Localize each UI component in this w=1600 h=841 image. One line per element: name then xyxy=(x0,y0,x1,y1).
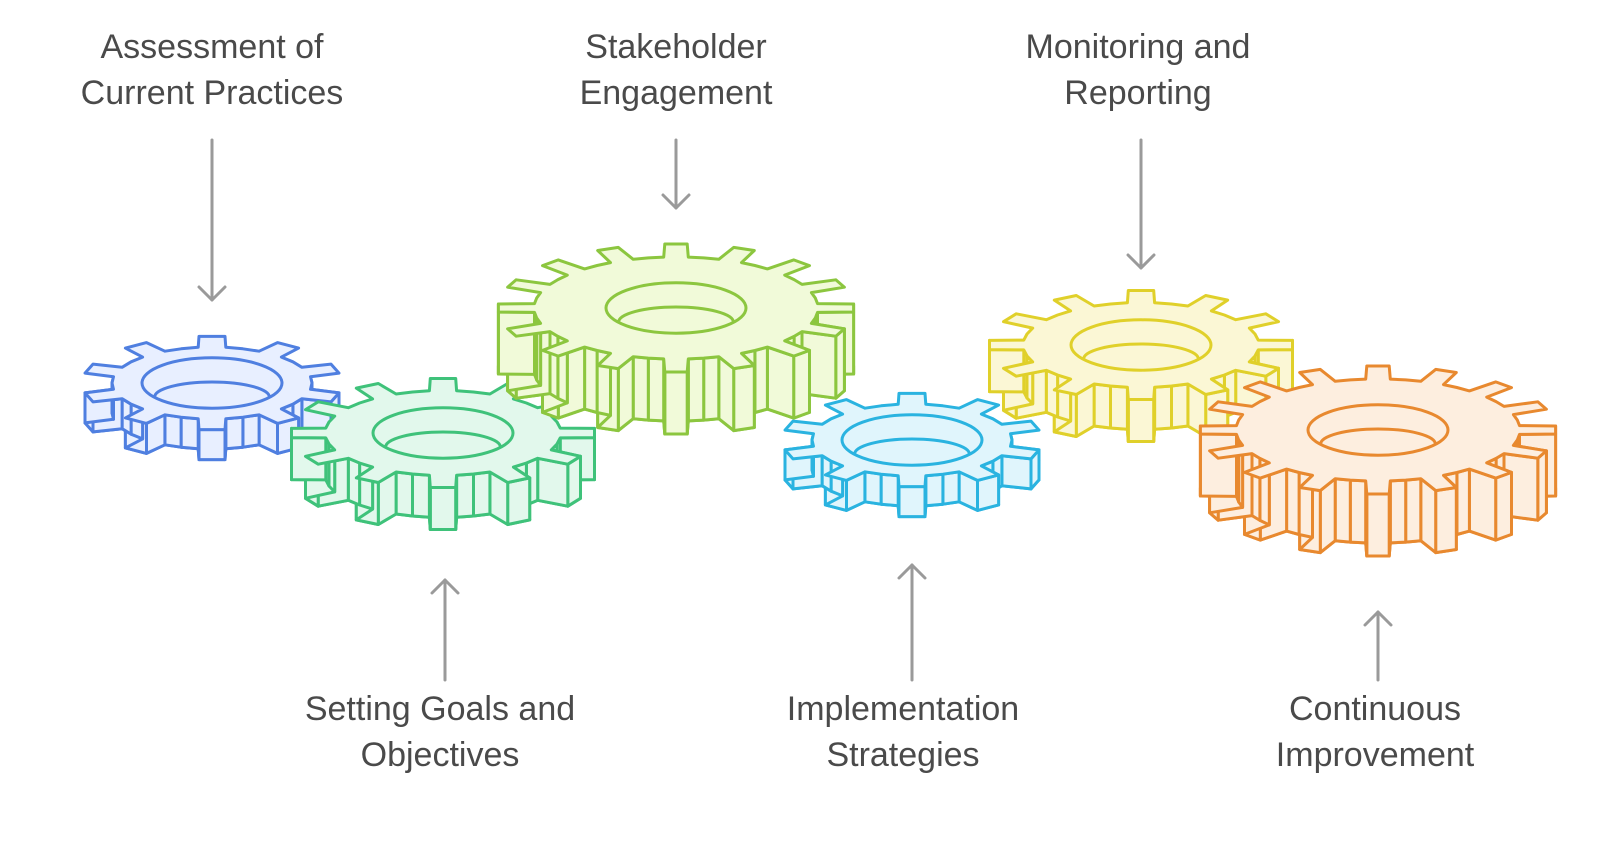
gear-hole-inner xyxy=(853,437,971,455)
gear-side-wall xyxy=(753,345,769,414)
step-label-assessment: Assessment of Current Practices xyxy=(32,24,392,116)
gear-side-wall xyxy=(224,415,245,451)
step-label-line: Strategies xyxy=(826,736,980,774)
step-label-line: Continuous xyxy=(1288,690,1461,728)
gear-side-wall xyxy=(897,485,927,519)
step-label-line: Monitoring and xyxy=(1025,28,1251,66)
gear-side-wall xyxy=(686,356,706,423)
gear-side-wall xyxy=(394,470,414,518)
gear-hole-inner xyxy=(153,380,271,398)
gear-implementation-icon xyxy=(783,391,1041,519)
step-label-line: Current Practices xyxy=(80,74,344,112)
gear-side-wall xyxy=(863,470,883,506)
gear-side-wall xyxy=(1494,470,1513,542)
gear-side-wall xyxy=(428,486,458,531)
gear-side-wall xyxy=(1109,384,1129,431)
step-label-implementation: Implementation Strategies xyxy=(723,686,1083,778)
step-label-continuous: Continuous Improvement xyxy=(1195,686,1555,778)
gear-side-wall xyxy=(924,472,945,508)
gear-side-wall xyxy=(1404,477,1423,544)
gear-side-wall xyxy=(197,428,227,462)
connector-arrow-icon xyxy=(430,578,460,682)
gear-continuous-icon xyxy=(1198,364,1558,558)
gear-side-wall xyxy=(1092,382,1112,430)
gear-side-wall xyxy=(1044,368,1060,419)
step-label-line: Improvement xyxy=(1275,736,1475,774)
gear-side-wall xyxy=(536,456,570,508)
step-label-line: Reporting xyxy=(1064,74,1212,112)
gear-side-wall xyxy=(631,355,650,422)
connector-arrow-icon xyxy=(1126,138,1156,270)
connector-arrow-icon xyxy=(197,138,227,302)
step-label-stakeholder: Stakeholder Engagement xyxy=(496,24,856,116)
step-label-line: Objectives xyxy=(360,736,520,774)
gear-side-wall xyxy=(1348,478,1368,545)
gear-side-wall xyxy=(1455,467,1471,536)
gear-side-wall xyxy=(1388,478,1408,545)
gear-side-wall xyxy=(346,456,362,507)
gear-side-wall xyxy=(702,355,721,422)
gear-side-wall xyxy=(411,472,431,519)
gear-stakeholder-icon xyxy=(496,242,856,436)
gear-side-wall xyxy=(472,470,492,518)
gear-side-wall xyxy=(455,472,475,519)
step-label-monitoring: Monitoring and Reporting xyxy=(958,24,1318,116)
gear-side-wall xyxy=(1467,467,1498,542)
gear-side-wall xyxy=(1170,382,1190,430)
gear-monitoring-icon xyxy=(988,289,1294,443)
connector-arrow-icon xyxy=(661,138,691,210)
gear-side-wall xyxy=(663,370,689,436)
step-label-line: Implementation xyxy=(786,690,1020,728)
gear-goals-icon xyxy=(290,377,596,531)
gear-hole-inner xyxy=(384,430,502,448)
gear-side-wall xyxy=(765,345,796,420)
gears-layer xyxy=(83,242,1558,558)
gear-side-wall xyxy=(1365,492,1391,558)
gear-hole-inner xyxy=(617,305,735,323)
gear-side-wall xyxy=(1000,454,1033,491)
gear-side-wall xyxy=(1126,398,1156,443)
gear-hole-inner xyxy=(1319,427,1437,445)
step-label-goals: Setting Goals and Objectives xyxy=(260,686,620,778)
step-label-line: Stakeholder xyxy=(585,28,767,66)
gear-hole-inner xyxy=(1082,342,1200,360)
connector-arrow-icon xyxy=(897,563,927,682)
gear-side-wall xyxy=(241,413,261,449)
gear-side-wall xyxy=(646,356,666,423)
gear-side-wall xyxy=(496,310,536,376)
gear-side-wall xyxy=(792,348,811,420)
step-label-line: Assessment of xyxy=(100,28,324,66)
gear-side-wall xyxy=(163,413,183,449)
step-label-line: Setting Goals and xyxy=(304,690,576,728)
gear-side-wall xyxy=(879,472,900,508)
step-label-line: Engagement xyxy=(579,74,773,112)
gear-side-wall xyxy=(1434,486,1458,555)
gear-side-wall xyxy=(732,364,756,433)
connector-arrow-icon xyxy=(1363,610,1393,682)
gear-side-wall xyxy=(179,415,200,451)
gear-side-wall xyxy=(506,476,532,526)
gear-side-wall xyxy=(941,470,961,506)
gear-side-wall xyxy=(583,345,599,414)
gear-side-wall xyxy=(1153,384,1173,431)
gear-side-wall xyxy=(1333,477,1352,544)
gear-side-wall xyxy=(1285,467,1301,536)
gear-side-wall xyxy=(1198,432,1238,498)
arrows-layer xyxy=(197,138,1393,682)
